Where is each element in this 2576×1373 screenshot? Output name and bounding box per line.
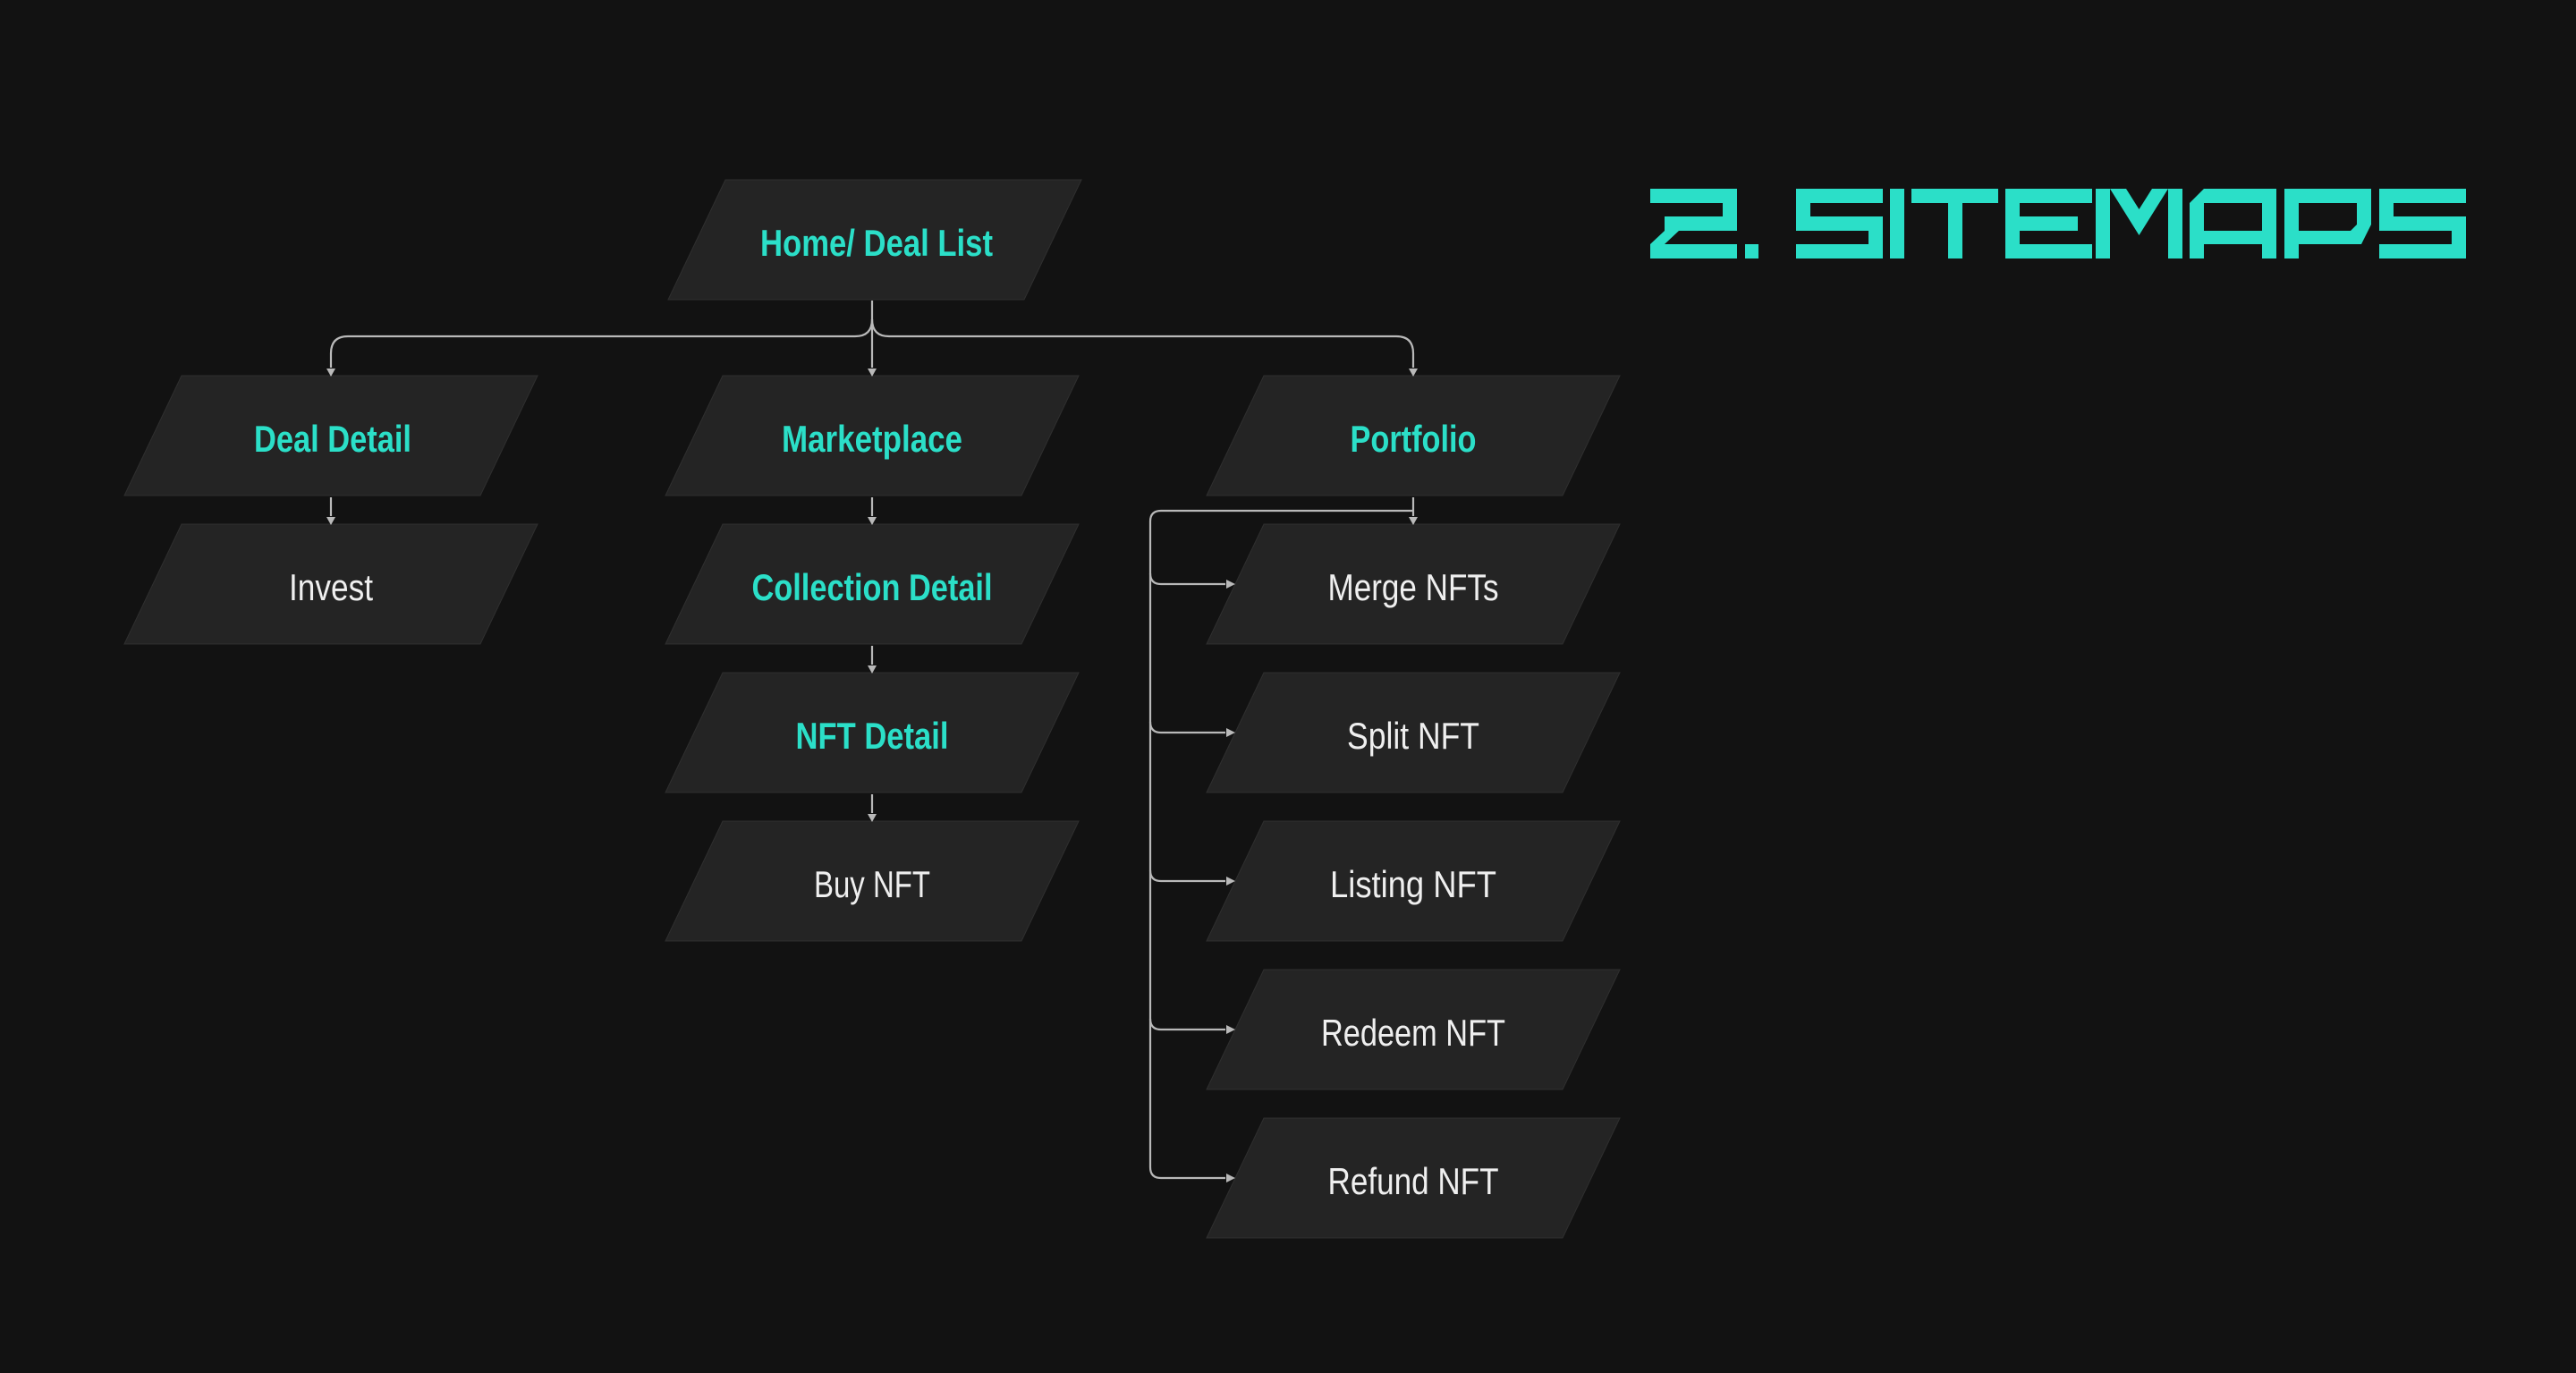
svg-text:Deal Detail: Deal Detail bbox=[254, 418, 411, 460]
svg-text:Redeem NFT: Redeem NFT bbox=[1321, 1012, 1505, 1054]
svg-text:Portfolio: Portfolio bbox=[1351, 418, 1477, 460]
svg-text:Home/ Deal List: Home/ Deal List bbox=[760, 222, 993, 264]
svg-text:NFT Detail: NFT Detail bbox=[796, 715, 949, 757]
svg-text:Collection Detail: Collection Detail bbox=[752, 566, 993, 608]
svg-text:Listing NFT: Listing NFT bbox=[1330, 863, 1496, 905]
svg-text:Buy NFT: Buy NFT bbox=[814, 863, 930, 905]
svg-text:Split NFT: Split NFT bbox=[1347, 715, 1479, 757]
svg-text:Merge NFTs: Merge NFTs bbox=[1328, 566, 1499, 608]
svg-text:Marketplace: Marketplace bbox=[782, 418, 962, 460]
svg-text:Invest: Invest bbox=[289, 566, 373, 608]
svg-text:Refund NFT: Refund NFT bbox=[1328, 1160, 1499, 1202]
